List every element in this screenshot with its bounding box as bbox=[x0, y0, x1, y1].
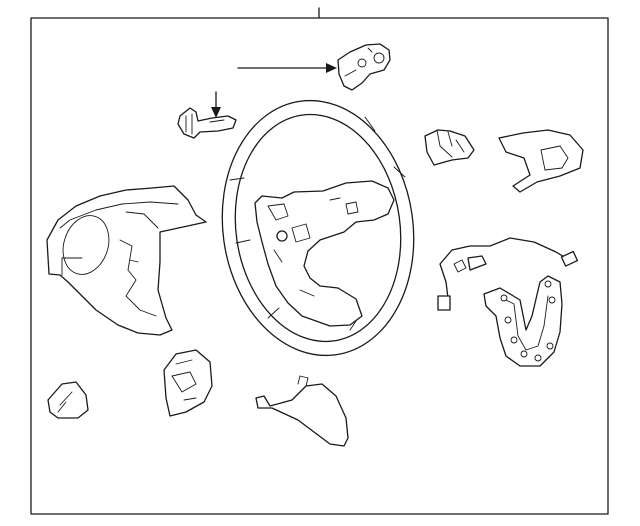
plate-inner bbox=[505, 295, 549, 351]
connector-left bbox=[437, 295, 451, 311]
plate-hole-5 bbox=[534, 354, 542, 362]
lower-cover-tab bbox=[297, 375, 309, 387]
bracket-body bbox=[337, 43, 391, 91]
hub-detail bbox=[267, 197, 359, 297]
plate-hole-4 bbox=[520, 350, 528, 358]
lower-cover bbox=[255, 375, 349, 447]
bracket-hole-2 bbox=[373, 52, 385, 64]
trim-body bbox=[47, 381, 89, 419]
wiring-harness bbox=[437, 237, 579, 311]
trim-lines bbox=[57, 391, 73, 413]
clip-ribs bbox=[185, 113, 225, 135]
clip-body bbox=[177, 107, 237, 139]
switch-lines bbox=[436, 129, 465, 158]
switch-lower-lines bbox=[171, 359, 197, 401]
horn-clip bbox=[177, 91, 237, 139]
cover-edges bbox=[59, 201, 179, 317]
rim-seams bbox=[229, 116, 406, 331]
harness-clip bbox=[453, 259, 467, 273]
steering-wheel bbox=[221, 99, 415, 357]
column-cover-left bbox=[46, 185, 207, 336]
cover-body bbox=[46, 185, 207, 336]
switch-small-right bbox=[424, 129, 475, 166]
hub-bolt bbox=[276, 230, 288, 242]
plate-hole-6 bbox=[546, 342, 554, 350]
cover-bore bbox=[62, 215, 110, 275]
plate-hole-7 bbox=[548, 296, 556, 304]
bracket-right-window bbox=[540, 145, 569, 171]
harness-wire bbox=[439, 237, 567, 299]
bracket-ridge bbox=[344, 47, 373, 77]
arrow-icon bbox=[326, 63, 337, 73]
switch-lower-body bbox=[163, 349, 213, 417]
plate-body bbox=[483, 275, 563, 367]
switch-body bbox=[424, 129, 475, 166]
plate-hole-1 bbox=[500, 294, 508, 302]
switch-bracket-right bbox=[498, 129, 584, 193]
plate-hole-3 bbox=[510, 336, 518, 344]
switch-lower-left bbox=[163, 349, 213, 417]
arrow-icon bbox=[211, 107, 221, 118]
bracket-hole-1 bbox=[357, 58, 367, 68]
plate-hole-8 bbox=[544, 280, 552, 288]
connector-right bbox=[560, 250, 579, 267]
harness-branch bbox=[467, 255, 487, 271]
plate-hole-2 bbox=[504, 316, 512, 324]
mounting-plate bbox=[483, 275, 563, 367]
trim-piece-small bbox=[47, 381, 89, 419]
wheel-hub bbox=[254, 180, 395, 327]
lower-cover-body bbox=[255, 383, 349, 447]
switch-bracket-top bbox=[237, 43, 391, 91]
bracket-right-body bbox=[498, 129, 584, 193]
